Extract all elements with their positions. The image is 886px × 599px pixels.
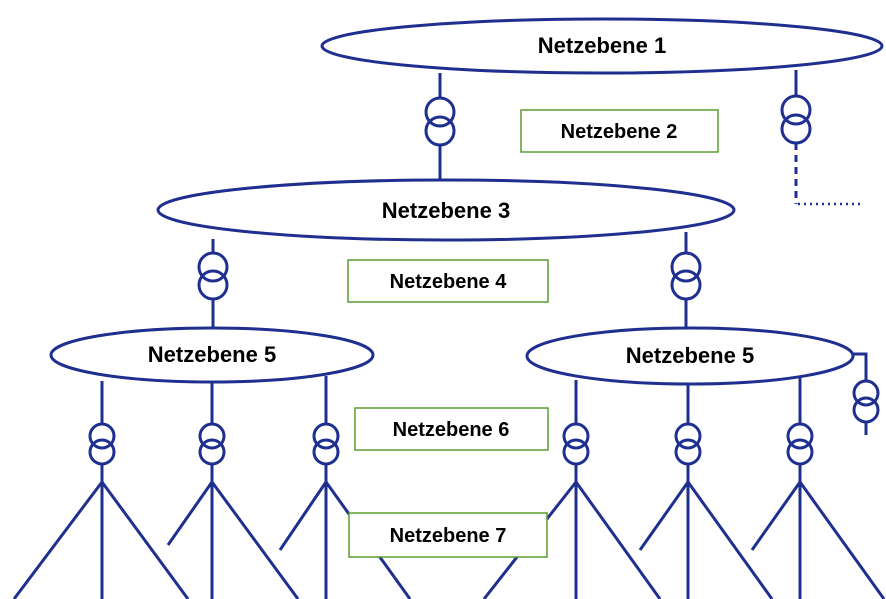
level-1-node: Netzebene 1 <box>320 17 884 75</box>
level-6-label: Netzebene 6 <box>393 419 510 441</box>
feeder-fan-icon <box>166 481 300 599</box>
level-5-right-node: Netzebene 5 <box>525 326 855 386</box>
feeder-group-2 <box>166 381 300 599</box>
level-7-label-box: Netzebene 7 <box>348 512 548 558</box>
feeder-fan-icon <box>750 481 886 599</box>
feeder-fan-icon <box>638 481 774 599</box>
feeder-group-6 <box>750 378 886 599</box>
level-1-label: Netzebene 1 <box>538 33 666 58</box>
level-2-label-box: Netzebene 2 <box>520 109 719 153</box>
level-5-right-label: Netzebene 5 <box>626 343 754 368</box>
level-7-label: Netzebene 7 <box>390 525 507 547</box>
level-3-node: Netzebene 3 <box>156 178 736 242</box>
transformer-icon <box>780 94 812 145</box>
level-3-label: Netzebene 3 <box>382 198 510 223</box>
side-branch-line <box>853 352 868 380</box>
feeder-group-3 <box>278 376 412 599</box>
transformer-icon <box>424 96 456 147</box>
level-5-left-label: Netzebene 5 <box>148 342 276 367</box>
transformer-icon <box>670 251 702 301</box>
level-2-label: Netzebene 2 <box>561 121 678 143</box>
transformer-icon <box>197 251 229 301</box>
level-5-left-node: Netzebene 5 <box>49 326 375 384</box>
feeder-group-5 <box>638 384 774 599</box>
level-6-label-box: Netzebene 6 <box>354 407 549 451</box>
level-4-label-box: Netzebene 4 <box>347 259 549 303</box>
transformer-icon <box>852 379 880 424</box>
feeder-fan-icon <box>12 481 190 599</box>
feeder-group-1 <box>12 381 190 599</box>
level-4-label: Netzebene 4 <box>390 271 508 293</box>
